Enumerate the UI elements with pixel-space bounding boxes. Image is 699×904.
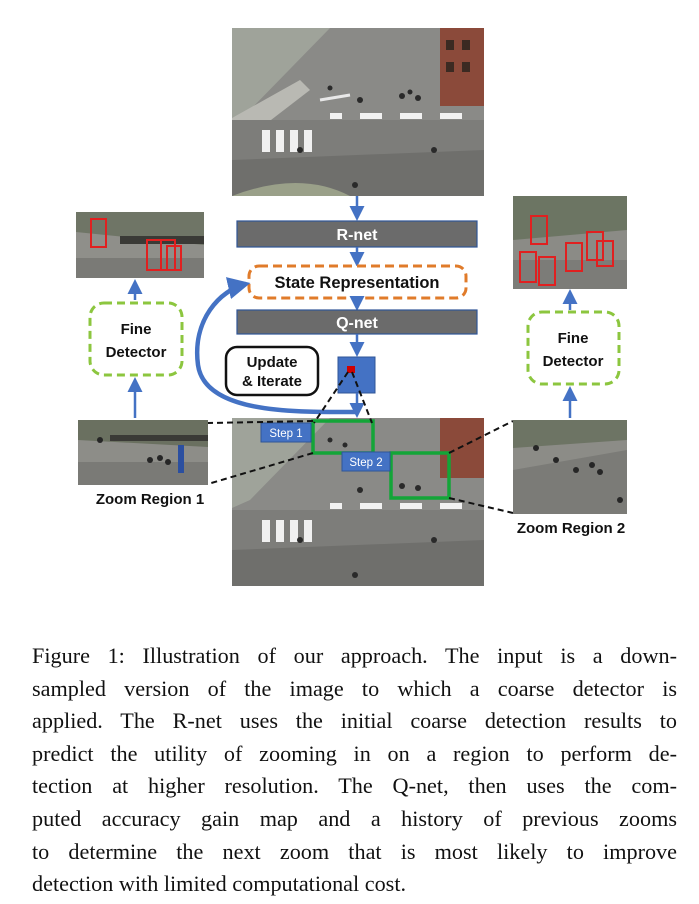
step1-label: Step 1 [269,428,302,440]
fine-detector-right-box: Fine Detector [526,310,621,386]
fine-detector-left-box: Fine Detector [88,301,184,377]
dashed-link-zoom2-top [448,420,514,454]
caption-line: applied. The R-net uses the initial coar… [32,708,677,734]
zoom-region-1-image [78,420,208,485]
dashed-link-action-right [351,371,373,424]
diagram-canvas: R-net State Representation Q-net Update … [76,28,627,586]
dashed-link-zoom1-top [207,420,314,424]
iterate-label: & Iterate [242,373,302,390]
caption-line: puted accuracy gain map and a history of… [32,805,677,831]
update-iterate-arrow [194,277,358,415]
zoom-region-2-image [513,420,627,514]
fine-detector-right-line1: Fine [558,330,589,347]
fine-detector-left-line2: Detector [106,344,167,361]
fine-detection-result-left [76,212,204,278]
qnet-box: Q-net [236,309,478,335]
step2-zoom-box [389,451,451,500]
state-representation-label: State Representation [274,274,439,292]
caption-line: Figure 1: Illustration of our approach. … [32,643,677,668]
rnet-label: R-net [337,227,379,244]
caption-line: predict the utility of zooming in on a r… [32,740,677,766]
update-iterate-box: Update & Iterate [224,345,320,397]
update-label: Update [247,354,298,371]
qnet-label: Q-net [336,315,378,332]
fine-detector-left-line1: Fine [121,321,152,338]
figure-caption: Figure 1: Illustration of our approach. … [32,640,677,901]
caption-line: tection at higher resolution. The Q-net,… [32,773,677,799]
fine-detector-right-line2: Detector [543,353,604,370]
state-representation-box: State Representation [247,264,468,300]
caption-line: to determine the next zoom that is most … [32,838,677,864]
dashed-link-zoom1-bottom [207,452,314,485]
step2-tag: Step 2 [341,451,391,472]
caption-line: detection with limited computational cos… [32,871,407,897]
dashed-link-zoom2-bottom [448,497,514,514]
caption-line: sampled version of the image to which a … [32,675,677,701]
step1-tag: Step 1 [260,422,312,443]
step2-label: Step 2 [349,457,382,469]
action-map-square [337,356,376,394]
dashed-link-action-left [313,371,349,424]
zoom-region-1-label: Zoom Region 1 [96,491,204,508]
zoom-region-2-label: Zoom Region 2 [517,520,625,537]
fine-detection-result-right [513,196,627,289]
rnet-box: R-net [236,220,478,248]
input-image-top [232,28,484,196]
figure-diagram: R-net State Representation Q-net Update … [76,28,627,586]
input-image-bottom [232,418,484,586]
